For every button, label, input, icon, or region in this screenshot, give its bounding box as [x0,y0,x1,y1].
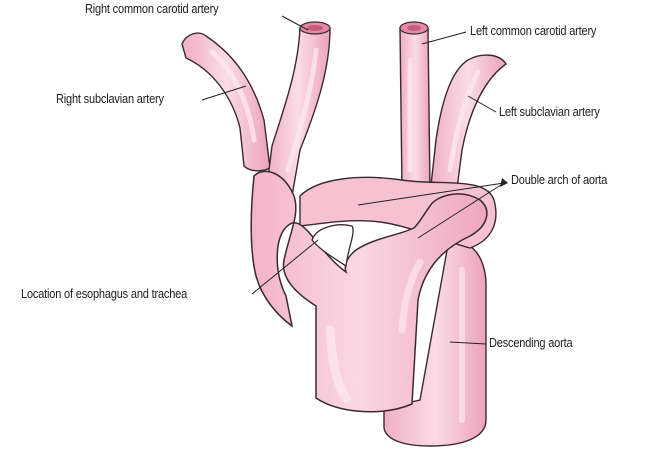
right-subclavian-vessel [182,33,270,171]
left-subclavian-vessel [430,55,506,199]
left-common-carotid-vessel [400,28,430,195]
arrowhead-upper [500,178,508,187]
leader-right-common-carotid [282,16,308,30]
label-right-subclavian: Right subclavian artery [56,92,164,106]
label-right-common-carotid: Right common carotid artery [85,2,218,16]
label-descending-aorta: Descending aorta [489,336,572,350]
label-left-subclavian: Left subclavian artery [499,105,600,119]
label-esophagus-trachea: Location of esophagus and trachea [21,287,187,301]
label-left-common-carotid: Left common carotid artery [470,24,596,38]
label-double-arch: Double arch of aorta [511,173,607,187]
